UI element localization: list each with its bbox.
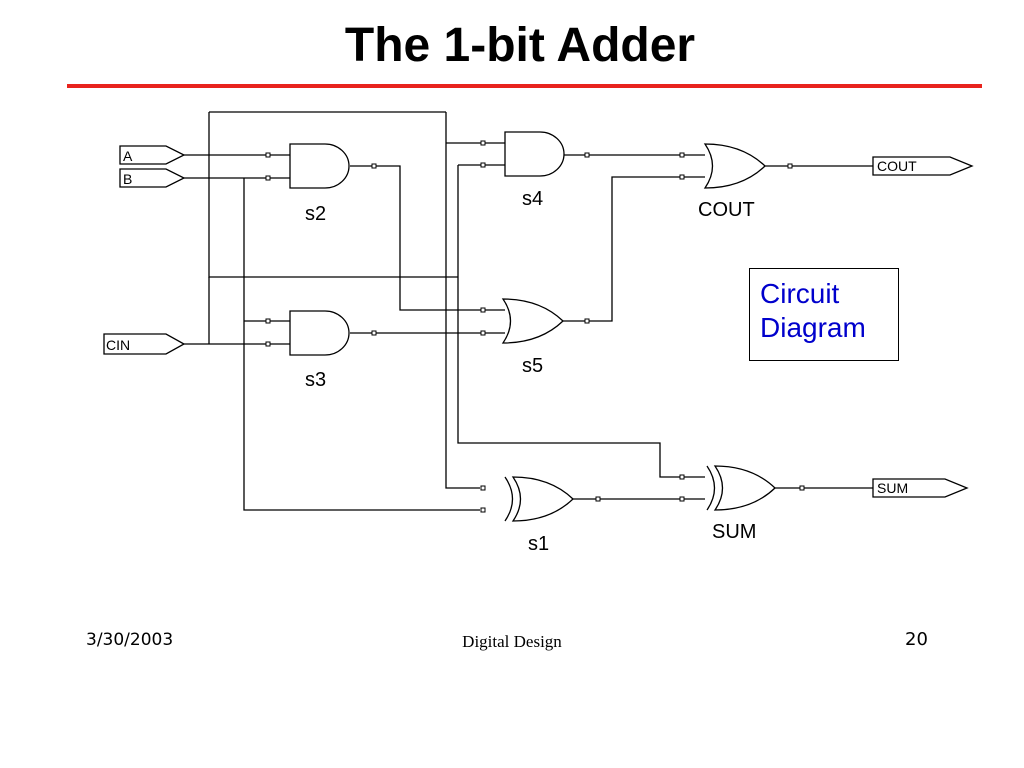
callout-line-1: Circuit bbox=[760, 278, 840, 309]
svg-text:A: A bbox=[123, 148, 133, 164]
input-port-a: A bbox=[119, 145, 186, 165]
callout-line-2: Diagram bbox=[760, 312, 866, 343]
gate-label-cout: COUT bbox=[698, 199, 755, 221]
gate-s5-or bbox=[501, 298, 564, 344]
gate-label-s2: s2 bbox=[305, 203, 326, 225]
svg-text:CIN: CIN bbox=[106, 337, 130, 353]
gate-s4-and bbox=[504, 131, 565, 177]
input-port-b: B bbox=[119, 168, 186, 188]
footer-course-name: Digital Design bbox=[462, 632, 562, 651]
svg-text:COUT: COUT bbox=[877, 158, 917, 174]
footer-page-number: 20 bbox=[905, 629, 928, 650]
gate-label-s5: s5 bbox=[522, 355, 543, 377]
svg-text:B: B bbox=[123, 171, 132, 187]
gate-s3-and bbox=[289, 310, 350, 356]
gate-sum-xor bbox=[706, 465, 776, 511]
gate-label-s1: s1 bbox=[528, 533, 549, 555]
slide-title: The 1-bit Adder bbox=[344, 19, 696, 72]
svg-text:SUM: SUM bbox=[877, 480, 908, 496]
gate-cout-or bbox=[703, 143, 766, 189]
output-port-cout: COUT bbox=[872, 156, 974, 176]
input-port-cin: CIN bbox=[103, 333, 186, 355]
title-divider bbox=[67, 84, 982, 88]
gate-label-s3: s3 bbox=[305, 369, 326, 391]
circuit-diagram-callout: Circuit Diagram bbox=[749, 268, 899, 361]
output-port-sum: SUM bbox=[872, 478, 969, 498]
gate-s2-and bbox=[289, 143, 350, 189]
footer-date: 3/30/2003 bbox=[86, 630, 174, 650]
gate-s1-xor bbox=[504, 476, 574, 522]
gate-label-sum: SUM bbox=[712, 521, 756, 543]
gate-label-s4: s4 bbox=[522, 188, 543, 210]
pin-markers bbox=[265, 140, 805, 513]
